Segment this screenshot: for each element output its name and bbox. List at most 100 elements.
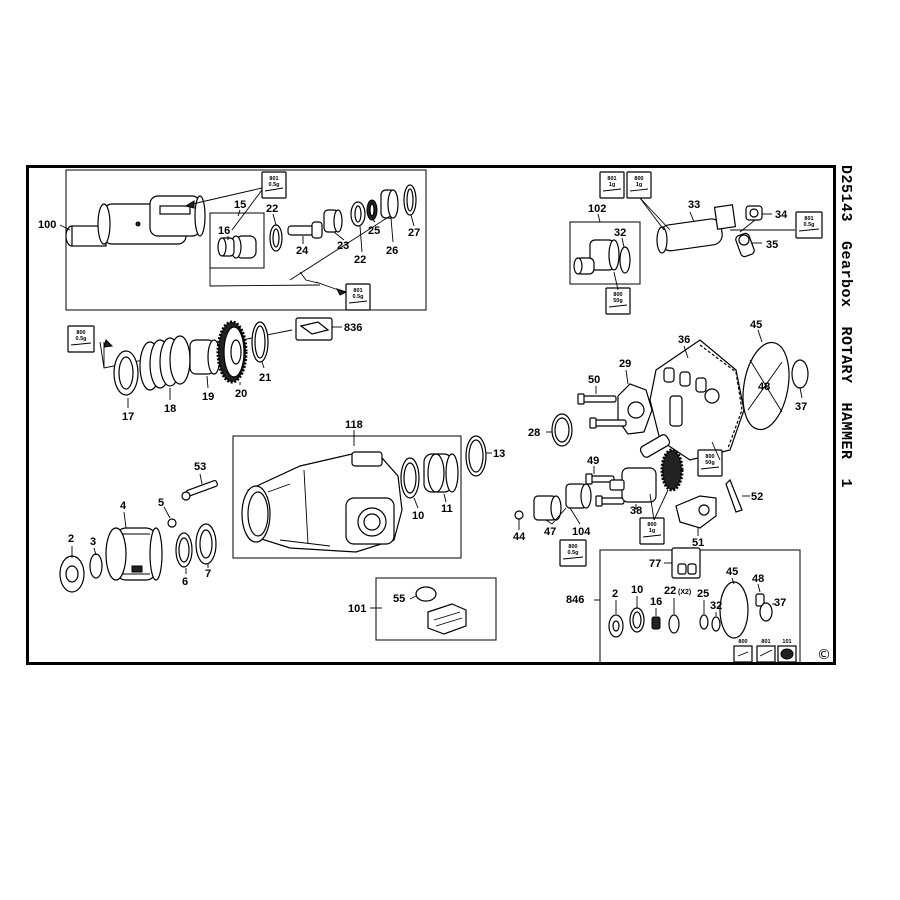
label-21: 21	[259, 372, 271, 384]
label-34: 34	[775, 209, 788, 221]
svg-text:801: 801	[269, 176, 278, 182]
part-sleeve-19	[189, 339, 221, 375]
part-spring-52	[725, 478, 743, 513]
part-34	[745, 205, 763, 221]
label-36: 36	[678, 334, 690, 346]
grease-tag: 800 50g	[605, 287, 631, 315]
label-7: 7	[205, 568, 211, 580]
part-gasket-45	[742, 341, 790, 431]
grease-tag: 801 0.5g	[345, 283, 371, 311]
part-gear-housing-36	[649, 339, 745, 461]
label-22b: 22	[354, 254, 366, 266]
kit-label-10: 10	[631, 584, 643, 596]
label-77: 77	[649, 558, 661, 570]
grease-tag: 800 0.5g	[67, 325, 95, 353]
svg-text:0.5g: 0.5g	[75, 336, 86, 342]
svg-text:1g: 1g	[609, 182, 615, 188]
label-846: 846	[566, 594, 584, 606]
kit-label-2: 2	[612, 588, 618, 600]
label-102: 102	[588, 203, 606, 215]
label-13: 13	[493, 448, 505, 460]
grease-tag: 801 0.5g	[261, 171, 287, 199]
kit-oring-32	[711, 616, 721, 632]
kit-label-25: 25	[697, 588, 709, 600]
part-ball-5	[167, 518, 177, 528]
kit-ring-25	[699, 614, 709, 630]
svg-text:800: 800	[76, 330, 85, 336]
svg-text:0.5g: 0.5g	[803, 222, 814, 228]
label-22: 22	[266, 203, 278, 215]
copyright-icon: ©	[817, 647, 831, 663]
part-ring-10	[400, 457, 420, 499]
part-oring-32	[619, 246, 631, 274]
part-washer-17	[113, 350, 139, 396]
kit-label-37: 37	[774, 597, 786, 609]
grease-tag: 800 1g	[626, 171, 652, 199]
label-45: 45	[750, 319, 762, 331]
svg-text:50g: 50g	[613, 298, 622, 304]
label-11: 11	[441, 503, 453, 515]
label-6: 6	[182, 576, 188, 588]
label-104: 104	[572, 526, 591, 538]
label-24: 24	[296, 245, 309, 257]
label-15: 15	[234, 199, 246, 211]
svg-text:801: 801	[353, 288, 362, 294]
kit-label-48: 48	[752, 573, 764, 585]
grease-tag: 801 1g	[599, 171, 625, 199]
svg-text:800: 800	[613, 292, 622, 298]
label-25: 25	[368, 225, 380, 237]
part-knob-101	[427, 603, 467, 635]
kit-label-22-x2: (X2)	[678, 589, 691, 596]
label-20: 20	[235, 388, 247, 400]
label-33: 33	[688, 199, 700, 211]
part-piston-33	[656, 204, 737, 254]
part-77	[671, 547, 701, 579]
part-oring-55	[415, 586, 437, 602]
label-53: 53	[194, 461, 206, 473]
grease-tag: 800 0.5g	[559, 539, 587, 567]
part-bearing-47	[533, 495, 562, 521]
label-100: 100	[38, 219, 56, 231]
label-23: 23	[337, 240, 349, 252]
part-bearing-26	[380, 189, 399, 219]
kit-washer-22	[668, 614, 680, 634]
part-ring-3	[89, 553, 103, 579]
kit-cap-2	[608, 614, 624, 638]
part-number-labels: 100 15 16 22 24 23 22 25 26 27 102 32 33…	[38, 199, 807, 615]
kit-label-45: 45	[726, 566, 738, 578]
part-screw-53	[181, 479, 218, 501]
label-17: 17	[122, 411, 134, 423]
label-52: 52	[751, 491, 763, 503]
part-bearing-104	[565, 483, 592, 509]
part-836	[295, 317, 333, 341]
label-3: 3	[90, 536, 96, 548]
part-lever-51	[675, 495, 717, 529]
part-spindle	[65, 195, 206, 247]
label-37: 37	[795, 401, 807, 413]
part-screw-49	[585, 473, 625, 507]
part-oring-37	[791, 359, 809, 389]
diagram-title-vertical: D25143 Gearbox ROTARY HAMMER 1	[836, 165, 856, 665]
kit-label-16: 16	[650, 596, 662, 608]
label-47: 47	[544, 526, 556, 538]
part-housing-118	[241, 451, 403, 553]
label-16: 16	[218, 225, 230, 237]
label-35: 35	[766, 239, 778, 251]
label-101: 101	[348, 603, 366, 615]
label-836: 836	[344, 322, 362, 334]
label-118: 118	[345, 419, 363, 431]
label-27: 27	[408, 227, 420, 239]
kit-oring-37	[759, 602, 773, 622]
kit-spring-16	[651, 616, 661, 630]
grease-tag: 800 50g	[697, 449, 723, 477]
svg-text:801: 801	[607, 176, 616, 182]
svg-text:800: 800	[647, 522, 656, 528]
box-part-15	[209, 212, 265, 269]
kit-icon-801-label: 801	[761, 639, 770, 645]
label-32: 32	[614, 227, 626, 239]
label-19: 19	[202, 391, 214, 403]
svg-text:0.5g: 0.5g	[268, 182, 279, 188]
svg-text:800: 800	[705, 454, 714, 460]
label-4: 4	[120, 500, 127, 512]
